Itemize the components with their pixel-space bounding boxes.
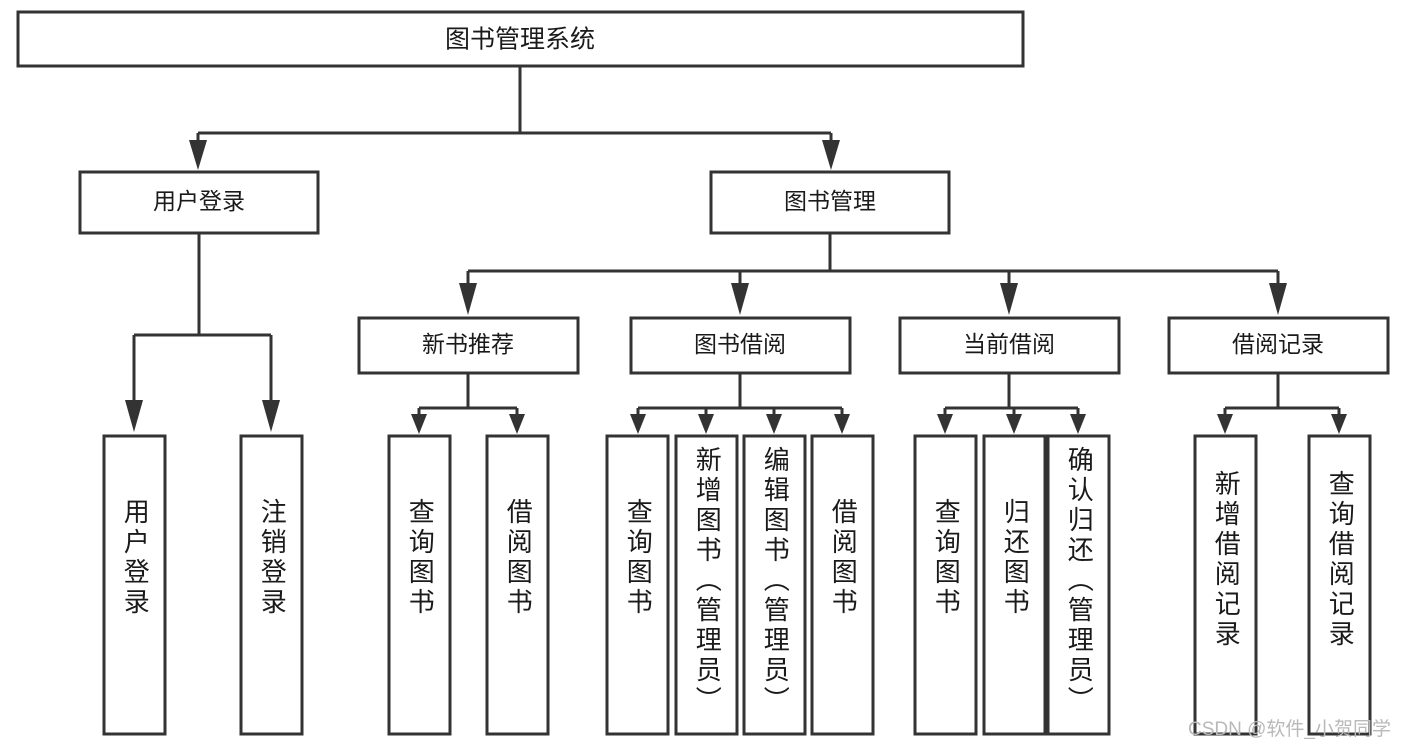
arrow-head-bb-leaf-1 [698, 414, 714, 434]
node-root-label: 图书管理系统 [445, 26, 595, 54]
leaf-box-current-borrow-1[interactable] [982, 434, 1047, 736]
node-borrow-record-label: 借阅记录 [1232, 331, 1324, 357]
arrow-head-cb-leaf-1 [1006, 414, 1022, 434]
node-new-book-recommend-label: 新书推荐 [422, 331, 514, 357]
leaf-box-borrow-record-0[interactable] [1193, 434, 1258, 736]
node-book-management[interactable]: 图书管理 [709, 170, 951, 235]
node-current-borrow-label: 当前借阅 [963, 331, 1055, 357]
node-current-borrow-box[interactable] [898, 316, 1121, 375]
arrow-head-br-leaf-0 [1217, 414, 1233, 434]
node-root[interactable]: 图书管理系统 [16, 10, 1025, 68]
leaf-box-user-login-0[interactable] [102, 434, 167, 736]
node-book-management-box[interactable] [709, 170, 951, 235]
arrow-head-user-login-leaf-1 [262, 400, 280, 432]
arrow-head-br-leaf-1 [1331, 414, 1347, 434]
leaf-box-current-borrow-0[interactable] [913, 434, 978, 736]
arrow-head-level2-0 [459, 283, 477, 315]
node-user-login[interactable]: 用户登录 [78, 170, 320, 235]
leaf-box-borrow-record-1[interactable] [1307, 434, 1372, 736]
leaf-box-book-borrow-1[interactable] [674, 434, 739, 736]
arrow-head-bb-leaf-0 [630, 414, 646, 434]
node-book-borrow-box[interactable] [629, 316, 852, 375]
leaf-box-user-login-1[interactable] [239, 434, 304, 736]
node-book-management-label: 图书管理 [784, 188, 876, 214]
leaf-box-new-book-recommend-0[interactable] [387, 434, 452, 736]
leaf-box-book-borrow-0[interactable] [605, 434, 670, 736]
leaf-box-book-borrow-2[interactable] [742, 434, 807, 736]
node-root-box[interactable] [16, 10, 1025, 68]
node-new-book-recommend-box[interactable] [357, 316, 580, 375]
node-new-book-recommend[interactable]: 新书推荐 [357, 316, 580, 375]
arrow-head-user-login-leaf-0 [125, 400, 143, 432]
node-user-login-label: 用户登录 [153, 188, 245, 214]
arrow-head-level2-3 [1269, 283, 1287, 315]
node-borrow-record-box[interactable] [1167, 316, 1390, 375]
arrow-head-nbr-leaf-1 [509, 414, 525, 434]
arrow-head-bb-leaf-2 [766, 414, 782, 434]
node-borrow-record[interactable]: 借阅记录 [1167, 316, 1390, 375]
leaf-box-book-borrow-3[interactable] [810, 434, 875, 736]
arrow-head-nbr-leaf-0 [411, 414, 427, 434]
node-book-borrow[interactable]: 图书借阅 [629, 316, 852, 375]
arrow-head-level1-1 [822, 140, 840, 170]
arrow-head-cb-leaf-2 [1070, 414, 1086, 434]
arrow-head-level2-1 [731, 283, 749, 315]
leaf-box-current-borrow-2[interactable] [1046, 434, 1111, 736]
node-current-borrow[interactable]: 当前借阅 [898, 316, 1121, 375]
leaf-box-new-book-recommend-1[interactable] [485, 434, 550, 736]
node-book-borrow-label: 图书借阅 [694, 331, 786, 357]
arrow-head-cb-leaf-0 [937, 414, 953, 434]
arrow-head-bb-leaf-3 [834, 414, 850, 434]
arrow-head-level2-2 [1000, 283, 1018, 315]
arrow-head-level1-0 [189, 140, 207, 170]
